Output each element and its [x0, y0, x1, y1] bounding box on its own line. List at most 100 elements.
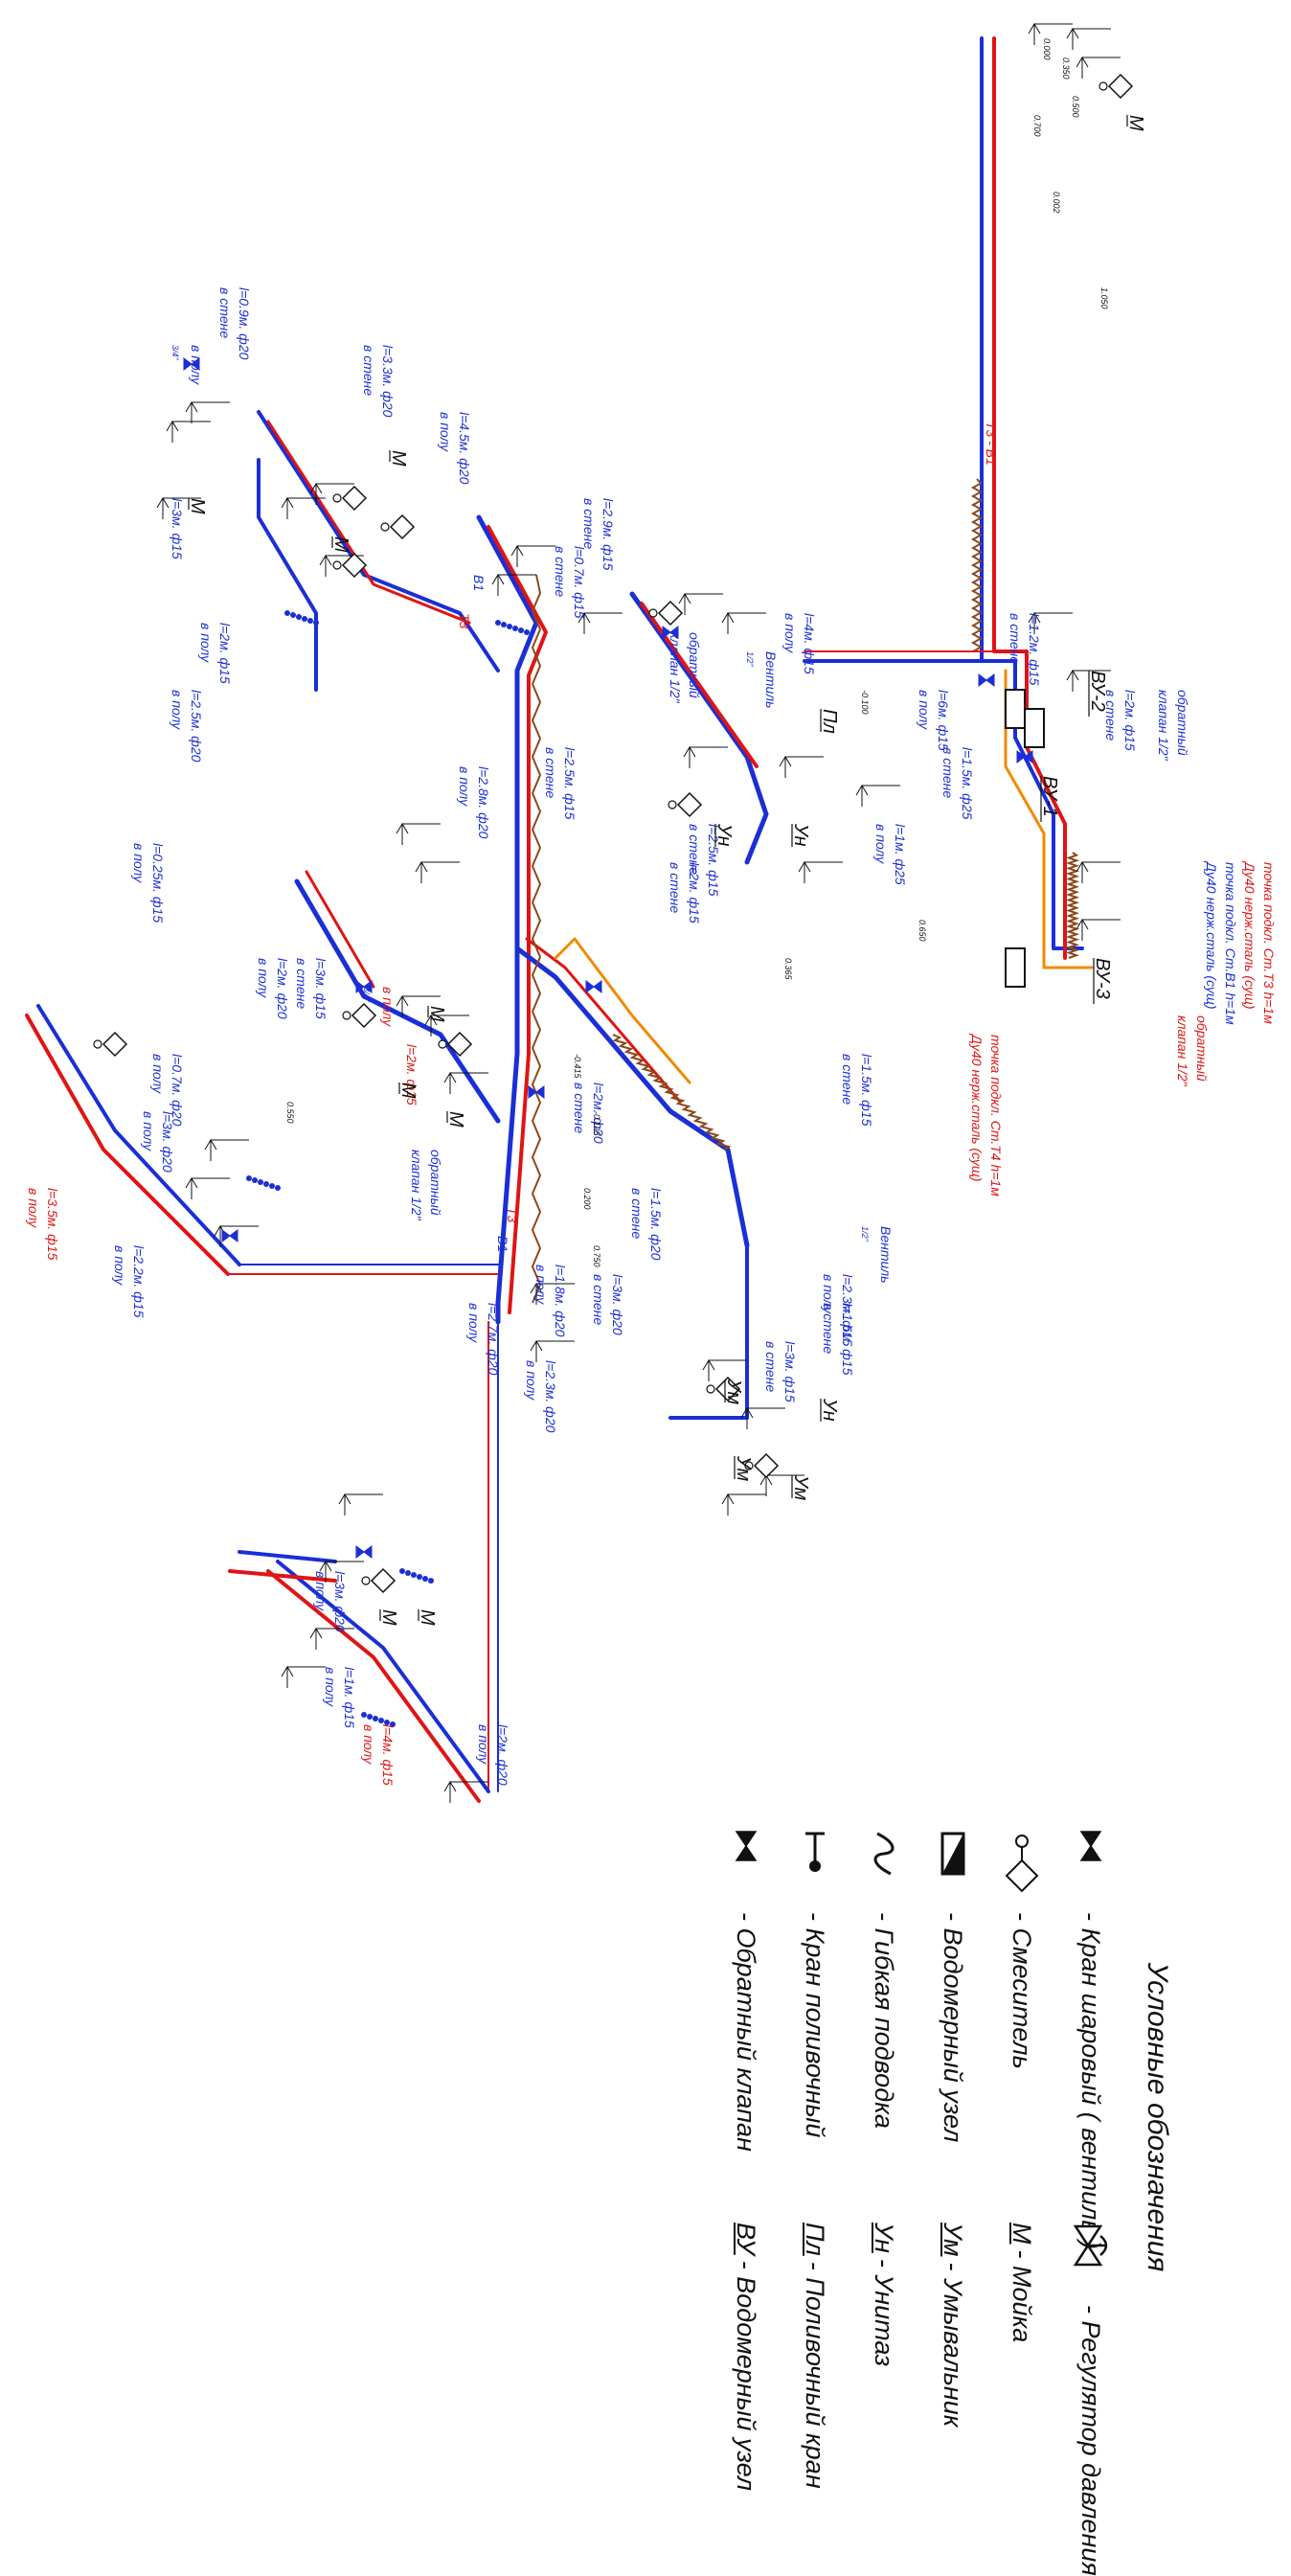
pipe-label: l=0.7м. ф20 [170, 1054, 185, 1127]
elevation-arrow [185, 1177, 198, 1189]
pipe-label: l=1м. ф25 [893, 824, 908, 885]
pipe-label: Т3 [505, 1207, 520, 1223]
elevation-arrow [530, 1340, 543, 1352]
elevation-arrow [779, 756, 792, 767]
elevation-arrow [740, 1407, 754, 1419]
pipe-label: в полу [917, 690, 932, 730]
pipe-label: в полу [380, 987, 396, 1027]
mixer-icon [351, 1002, 377, 1029]
elevation-arrow [396, 823, 409, 834]
mixer-icon [657, 600, 684, 627]
legend-row: - Кран поливочный [781, 1830, 849, 2249]
elevation-arrow [156, 497, 170, 509]
ball-valve-icon [1016, 750, 1033, 764]
pipe-label: l=2.2м. ф15 [131, 1245, 147, 1318]
water-meter-icon [1005, 689, 1026, 729]
pipe-label: Ду40 нерж.сталь (сущ) [969, 1033, 985, 1181]
fitting-dot [246, 1175, 252, 1181]
elevation-arrow [281, 497, 294, 509]
legend-row: ВУ- Водомерный узел [712, 2223, 781, 2576]
elevation-label: 0.000 [1042, 38, 1052, 60]
pipe-label: в полу [150, 1054, 166, 1094]
fitting-dot [378, 1718, 384, 1723]
legend-row: - Гибкая подводка [849, 1830, 918, 2249]
pipe-label: в стене [294, 958, 309, 1009]
legend-text: - Унитаз [870, 2258, 899, 2367]
water-meter-icon [1005, 947, 1026, 988]
mixer-icon [341, 485, 368, 512]
fitting-dot [507, 624, 512, 629]
pipe-label: клапан 1/2" [668, 632, 683, 704]
pipe-label: в полу [26, 1188, 41, 1228]
legend-row: - Водомерный узел [918, 1830, 987, 2249]
pipe-label: в полу [873, 824, 889, 864]
pipe-label: Вентиль [878, 1226, 894, 1284]
fixture-label: ВУ-1 [1039, 776, 1060, 817]
pipe-label: в полу [821, 1274, 836, 1314]
legend-abbreviation: Пл [801, 2223, 830, 2256]
pipe-label: В1 [495, 1236, 510, 1252]
mixer-icon [753, 1452, 780, 1479]
fitting-dot [390, 1721, 396, 1727]
elevation-arrow [309, 1628, 323, 1639]
elevation-arrow [1028, 23, 1041, 34]
insulation-stroke-3 [1065, 852, 1080, 959]
pipe-label: обратный [1194, 1015, 1210, 1082]
pipe-label: точка подкл. Ст.В1 h=1м [1223, 862, 1238, 1025]
mixer-icon [676, 791, 703, 818]
pipe-label: в стене [543, 747, 558, 798]
mixer-icon [341, 552, 368, 579]
legend-text: - Кран шаровый ( вентиль ) [1076, 1912, 1106, 2250]
elevation-label: -0.100 [860, 690, 870, 715]
fitting-dot [275, 1185, 281, 1191]
fixture-label: Ум [733, 1455, 754, 1482]
elevation-arrow [338, 1493, 351, 1505]
elevation-arrow [309, 483, 323, 494]
elevation-arrow [1076, 57, 1089, 68]
pipe-label: l=2.8м. ф20 [476, 766, 491, 839]
elevation-marks [156, 23, 1121, 1803]
pipe-label: в стене [591, 1274, 606, 1325]
elevation-arrow [510, 545, 524, 557]
elevation-arrow [204, 1139, 217, 1151]
fitting-dot [411, 1572, 417, 1578]
pipe-label: в стене [572, 1083, 587, 1133]
legend-title: Условные обозначения [1142, 1962, 1173, 2272]
legend-abbreviation: Ум [939, 2223, 968, 2257]
mixer-icon [1003, 1830, 1041, 1906]
mixer-handle-icon [361, 1576, 371, 1585]
legend-text: - Умывальник [939, 2262, 968, 2428]
ball-valve-icon [662, 626, 679, 639]
pipe-label: в стене [668, 862, 683, 913]
pipe-cold-18 [36, 1004, 241, 1266]
legend-row: Ун- Унитаз [849, 2223, 918, 2576]
fitting-dot [428, 1578, 434, 1584]
pipe-label: в полу [198, 623, 214, 663]
pipe-label: в стене [361, 345, 376, 396]
pipe-label: l=1м. ф15 [342, 1667, 357, 1728]
pipe-label: l=1.6м. ф15 [840, 1303, 855, 1376]
elevation-arrow [1066, 670, 1079, 681]
ball-valve-icon [221, 1229, 238, 1242]
pipe-label: в стене [763, 1341, 779, 1392]
fixture-label: ВУ-3 [1092, 958, 1113, 999]
insulation-stroke-2 [612, 1034, 732, 1151]
pipe-label: l=1.5м. ф25 [960, 747, 975, 820]
elevation-label: 0.700 [1032, 115, 1042, 137]
pipe-label: l=4.5м. ф20 [457, 412, 472, 485]
fixture-label: ВУ-2 [1087, 671, 1108, 712]
pipe-hot-1 [992, 36, 1067, 960]
pipe-label: l=2м. ф15 [687, 862, 702, 923]
elevation-arrow [443, 1781, 457, 1792]
elevation-arrow [443, 1072, 457, 1083]
pipe-label: клапан 1/2" [409, 1150, 424, 1221]
pipe-label: в стене [940, 747, 956, 798]
pipe-label: l=3.5м. ф15 [45, 1188, 60, 1261]
legend-abbreviation: М [1008, 2223, 1037, 2245]
elevation-arrow [798, 861, 811, 873]
elevation-arrow [1066, 28, 1079, 39]
pipe-label: l=4м. ф15 [802, 613, 817, 674]
elevation-label: 3/4" [362, 987, 372, 1003]
